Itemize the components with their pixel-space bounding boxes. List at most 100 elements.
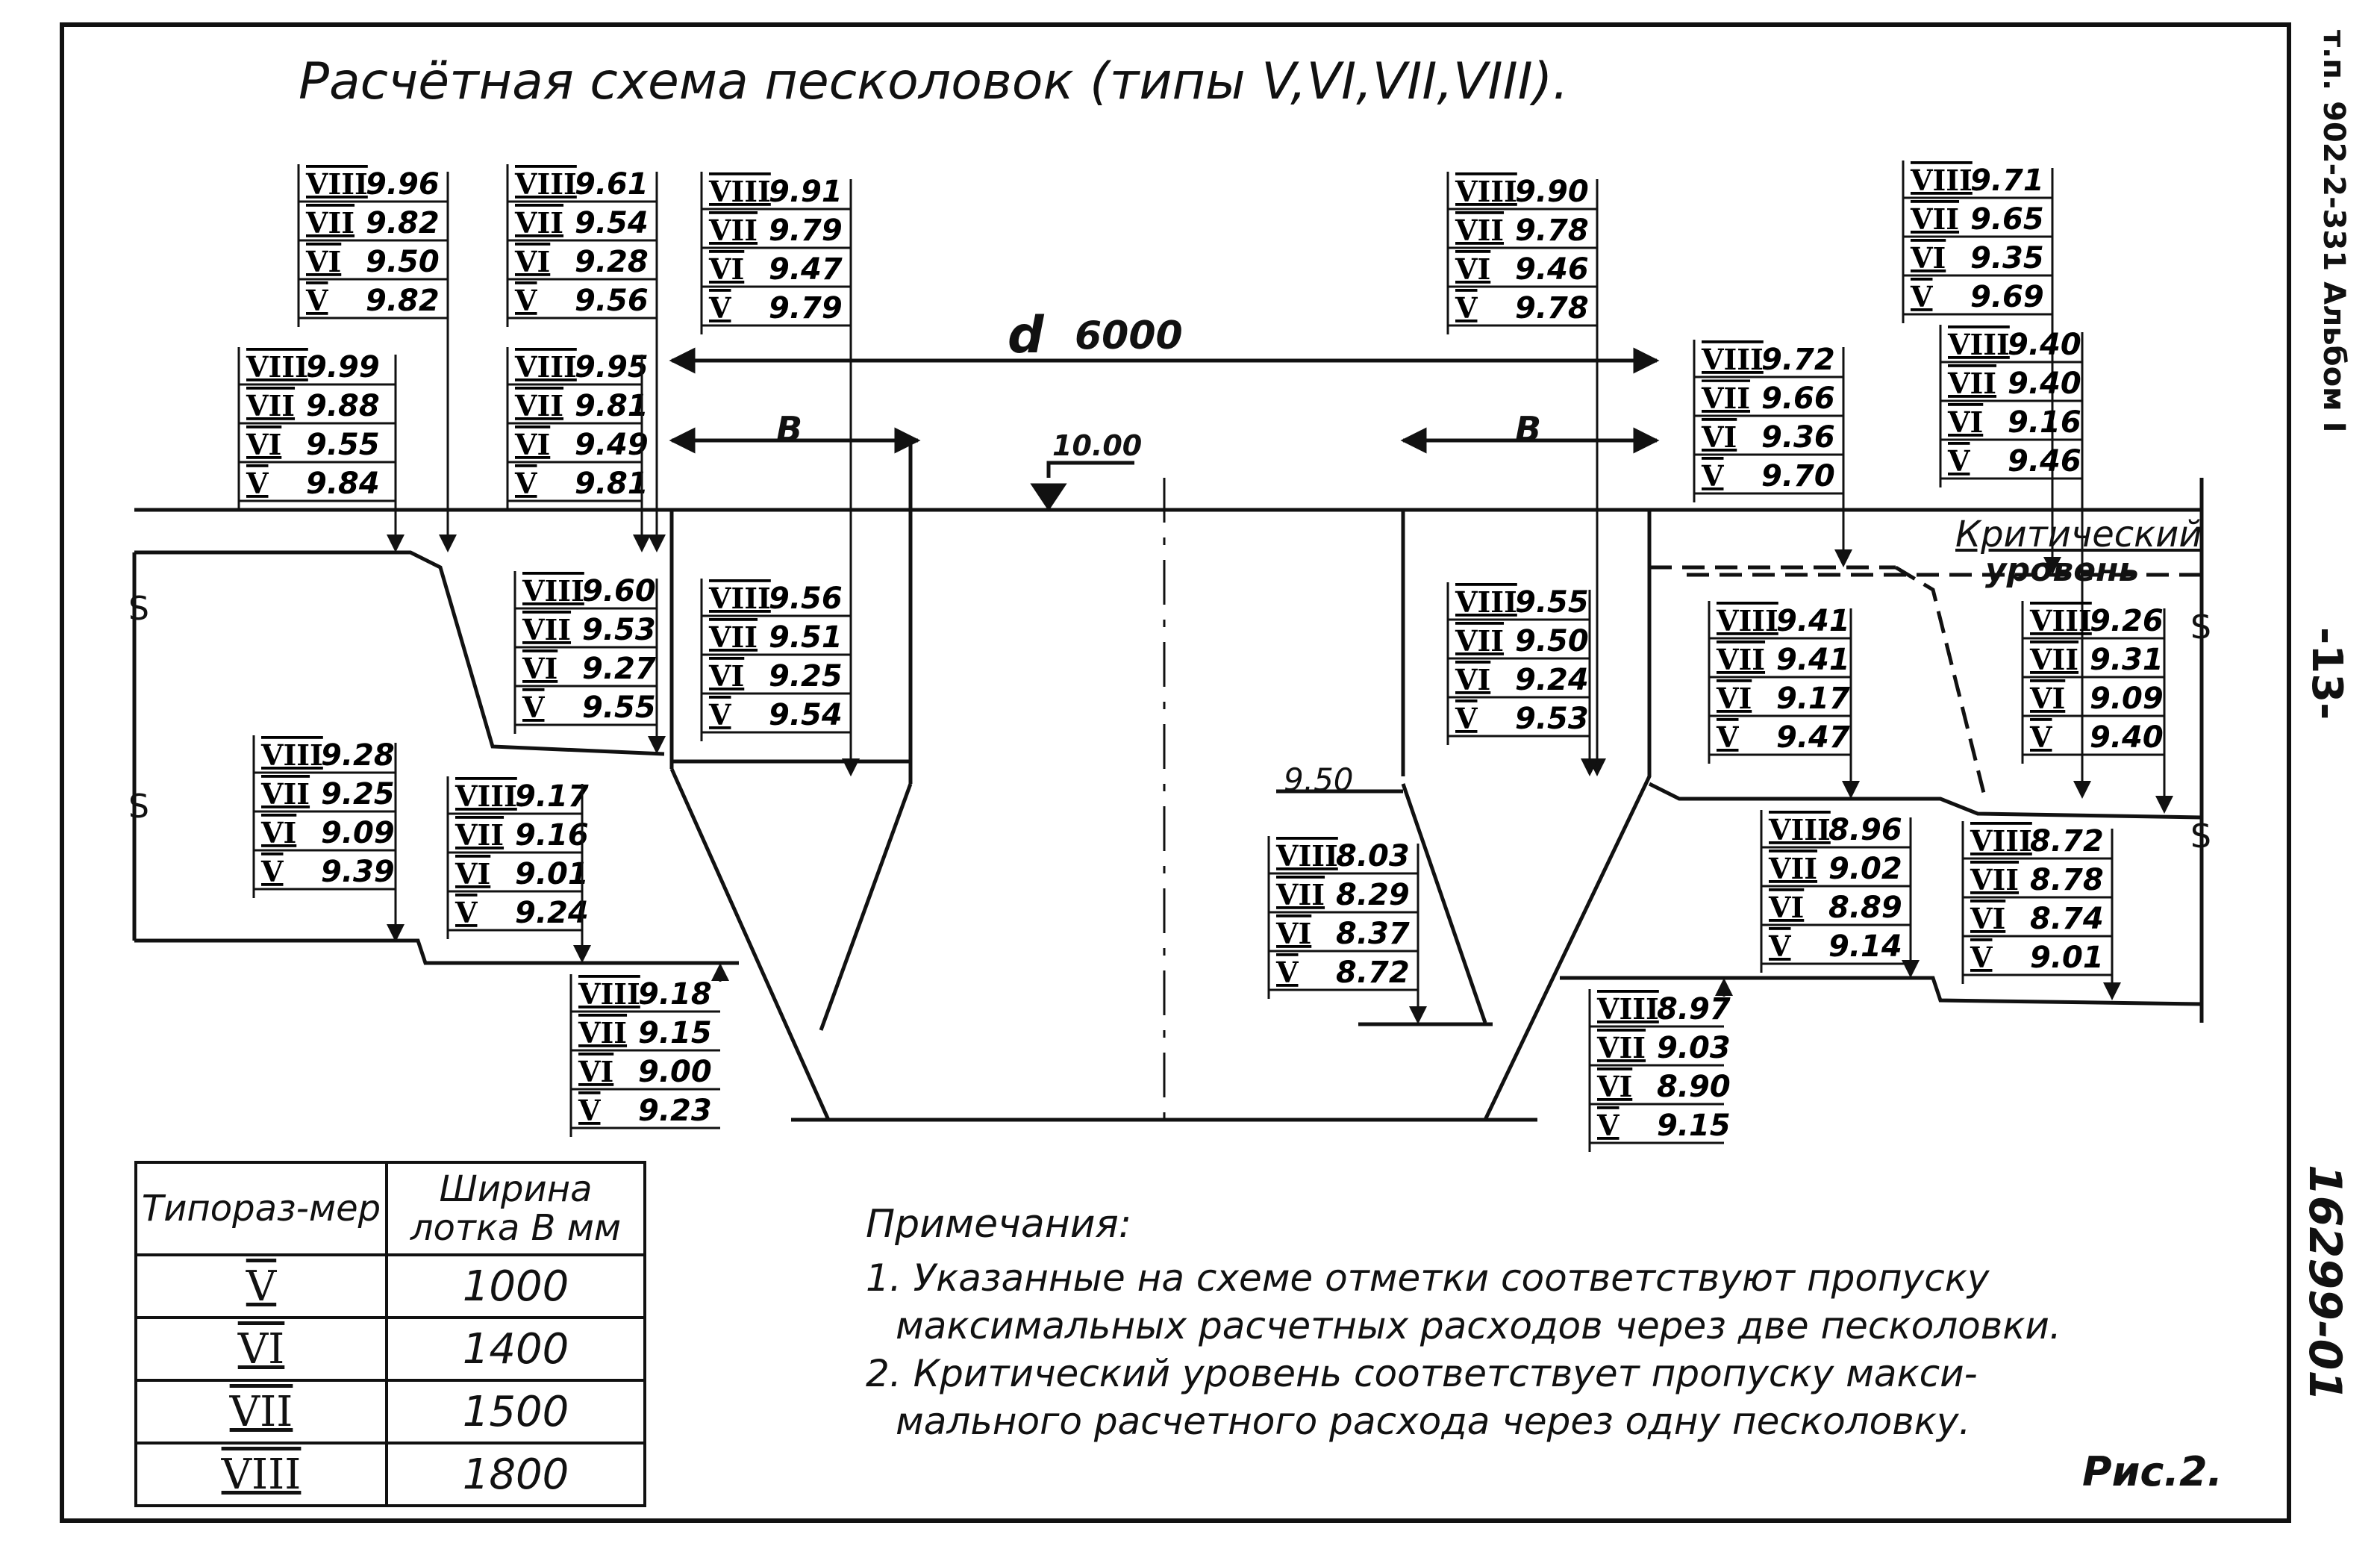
type-numeral: VI	[246, 428, 281, 461]
type-numeral: V	[708, 291, 732, 325]
type-numeral: VI	[1455, 663, 1490, 696]
type-numeral: VII	[305, 206, 354, 240]
elevation-value: 9.00	[638, 1055, 712, 1089]
elevation-value: 9.95	[575, 350, 649, 384]
size-type-cell: VII	[134, 1379, 388, 1445]
type-numeral: VI	[305, 245, 341, 278]
size-type-cell: VI	[134, 1316, 388, 1382]
type-numeral: VII	[1455, 624, 1504, 658]
type-numeral: VIII	[1910, 163, 1973, 197]
type-numeral: VII	[1970, 863, 2019, 897]
size-width-cell: 1500	[385, 1379, 646, 1445]
elevation-value: 9.84	[306, 467, 380, 501]
elevation-value: 9.54	[575, 206, 649, 240]
right-outlet-bottom	[1560, 976, 2202, 1006]
drawing-frame	[60, 22, 2291, 1523]
elevation-value: 9.15	[1657, 1109, 1731, 1143]
elevation-value: 9.46	[1515, 252, 1589, 287]
elevation-value: 8.03	[1336, 839, 1410, 873]
type-numeral: V	[1947, 444, 1971, 478]
elevation-value: 9.55	[306, 428, 380, 462]
elevation-value: 8.74	[2030, 902, 2104, 936]
level-mark-10-arrow	[1030, 483, 1067, 511]
type-numeral: V	[514, 284, 538, 317]
elevation-value: 9.14	[1828, 929, 1902, 964]
leader-arrow	[1842, 781, 1860, 799]
type-numeral: VI	[1596, 1070, 1632, 1103]
elevation-value: 9.91	[769, 175, 843, 209]
elevation-value: 9.50	[366, 245, 440, 279]
type-numeral: VIII	[1275, 839, 1338, 873]
elevation-value: 8.97	[1657, 992, 1731, 1026]
level-mark-10: 10.00	[1052, 429, 1143, 462]
type-numeral: V	[455, 896, 478, 929]
elevation-value: 9.56	[769, 582, 843, 616]
leader-arrow	[633, 535, 651, 552]
type-numeral: VIII	[1768, 813, 1831, 847]
type-numeral: VII	[1768, 852, 1817, 885]
size-table: Типораз-мер Ширина лотка B мм V 1000 VI …	[134, 1161, 646, 1507]
elevation-value: 9.61	[575, 167, 649, 202]
type-numeral: V	[578, 1094, 602, 1127]
table-row: VIII 1800	[134, 1442, 646, 1507]
type-numeral: V	[1716, 720, 1740, 754]
elevation-value: 9.31	[2090, 643, 2164, 677]
elevation-value: 9.02	[1828, 852, 1902, 886]
type-numeral: VI	[1910, 241, 1946, 275]
elevation-value: 9.41	[1776, 643, 1850, 677]
leader-arrow	[648, 736, 666, 754]
type-numeral: VIII	[305, 167, 368, 201]
elevation-value: 9.39	[321, 855, 395, 889]
type-numeral: V	[1970, 941, 1993, 974]
elevation-value: 8.96	[1828, 813, 1902, 847]
note-1-line-1: 1. Указанные на схеме отметки соответств…	[866, 1256, 1990, 1300]
table-row: VII 1500	[134, 1379, 646, 1445]
elevation-value: 9.53	[1515, 702, 1589, 736]
elevation-value: 9.78	[1515, 291, 1589, 325]
elevation-value: 9.41	[1776, 604, 1850, 638]
size-table-header: Типораз-мер Ширина лотка B мм	[134, 1161, 646, 1256]
level-mark-950: 9.50	[1284, 761, 1354, 798]
type-numeral: VIII	[260, 738, 323, 772]
type-numeral: VIII	[1596, 992, 1659, 1026]
type-numeral: VIII	[1701, 343, 1764, 376]
elevation-value: 9.18	[638, 977, 712, 1012]
elevation-value: 9.60	[582, 574, 656, 608]
type-numeral: VI	[514, 245, 550, 278]
type-numeral: VII	[1947, 367, 1996, 400]
notes-heading: Примечания:	[866, 1202, 1132, 1247]
type-numeral: VIII	[1970, 824, 2032, 858]
type-numeral: V	[1910, 280, 1934, 314]
type-numeral: V	[246, 467, 269, 500]
type-numeral: VII	[2029, 643, 2078, 676]
right-trap-outer	[1483, 510, 1652, 1121]
note-1-line-2: максимальных расчетных расходов через дв…	[896, 1304, 2061, 1347]
elevation-value: 9.28	[321, 738, 395, 773]
elevation-value: 9.46	[2008, 444, 2081, 479]
type-numeral: V	[1596, 1109, 1620, 1142]
leader-arrow	[573, 945, 591, 963]
elevation-value: 9.71	[1970, 163, 2044, 198]
type-numeral: VIII	[246, 350, 308, 384]
leader-arrow	[711, 963, 729, 981]
type-numeral: VII	[455, 818, 504, 852]
type-numeral: VIII	[522, 574, 584, 608]
table-row: V 1000	[134, 1253, 646, 1319]
size-type-cell: VIII	[134, 1442, 388, 1507]
elevation-value: 9.16	[2008, 405, 2081, 440]
elevation-value: 9.56	[575, 284, 649, 318]
elevation-value: 9.53	[582, 613, 656, 647]
table-row: VI 1400	[134, 1316, 646, 1382]
type-numeral: V	[305, 284, 329, 317]
type-numeral: VII	[260, 777, 310, 811]
type-numeral: V	[1455, 291, 1478, 325]
figure-label: Рис.2.	[2082, 1448, 2223, 1495]
